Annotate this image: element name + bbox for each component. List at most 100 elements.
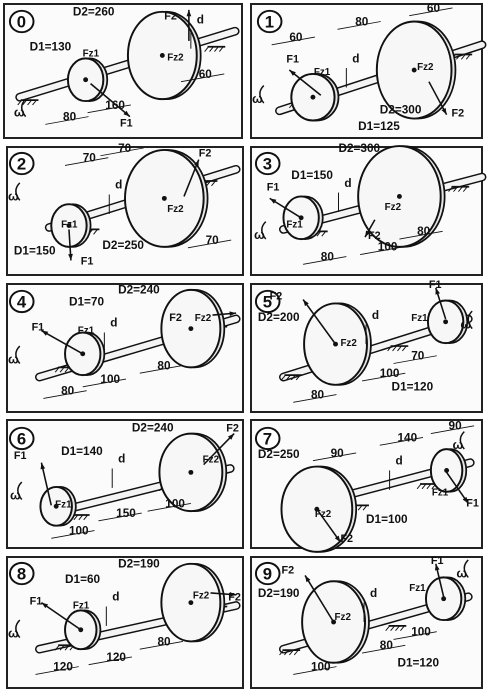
bearing-hatch <box>456 54 461 60</box>
pulley-large-hub <box>188 600 194 606</box>
force-fz1-label: Fz1 <box>61 220 78 231</box>
dimension-line-0 <box>35 666 79 675</box>
dimension-line-2 <box>430 425 475 435</box>
force-fz1-label: Fz1 <box>314 67 331 78</box>
force-f2-arrow-head <box>303 299 309 307</box>
force-fz2-label: Fz2 <box>340 338 357 349</box>
bearing-hatch <box>458 186 463 192</box>
span-length-2: 90 <box>449 420 463 433</box>
diameter-d1-label: D1=120 <box>397 657 439 670</box>
dimension-line-2 <box>393 631 437 640</box>
span-length-0: 100 <box>69 524 89 537</box>
variant-number: 7 <box>263 429 272 448</box>
angular-velocity-label: ω <box>14 106 25 120</box>
shaft-diameter-label: d <box>352 52 359 65</box>
diameter-d2-label: D2=250 <box>102 239 144 252</box>
shaft-diameter-label: d <box>112 591 119 604</box>
force-fz2-label: Fz2 <box>385 202 402 213</box>
dimension-line-1 <box>100 147 144 157</box>
dimension-line-1 <box>361 644 406 654</box>
bearing-hatch <box>392 345 397 352</box>
span-length-2: 100 <box>165 497 185 510</box>
force-f1-arrow-head <box>269 198 277 204</box>
bearing-hatch <box>279 649 284 656</box>
bearing-hatch <box>22 99 28 106</box>
bearing-hatch <box>453 186 458 192</box>
bearing-hatch <box>204 46 209 52</box>
bearing-hatch <box>385 625 390 632</box>
bearing-hatch <box>286 374 291 381</box>
dimension-line-2 <box>139 365 184 374</box>
bearing-hatch <box>206 180 211 187</box>
span-length-0: 80 <box>311 388 325 401</box>
bearing-hatch <box>218 46 224 52</box>
bearing-hatch <box>462 186 468 192</box>
force-f1-label: F1 <box>30 596 43 608</box>
force-f2-label: F2 <box>340 533 353 545</box>
angular-velocity-label: ω <box>460 318 471 332</box>
bearing-hatch <box>64 644 70 651</box>
dimension-line-0 <box>293 666 337 675</box>
force-fz2-label: Fz2 <box>417 62 434 73</box>
span-length-1: 100 <box>100 373 120 386</box>
force-f2-label: F2 <box>228 592 241 604</box>
bearing-hatch <box>64 367 70 373</box>
dimension-line-1 <box>379 437 424 446</box>
dimension-line-0 <box>303 256 347 265</box>
force-fz2-label: Fz2 <box>167 204 184 215</box>
span-length-2: 100 <box>411 626 431 639</box>
force-f2-label: F2 <box>281 565 294 577</box>
diameter-d2-label: D2=260 <box>73 6 115 19</box>
rotation-arc <box>467 310 473 330</box>
force-fz1-label: Fz1 <box>83 48 100 59</box>
span-length-2: 80 <box>157 635 171 648</box>
dimension-line-2 <box>393 355 437 364</box>
bearing-hatch <box>390 625 395 632</box>
force-f1-arrow <box>90 83 131 118</box>
span-length-0: 80 <box>63 111 77 124</box>
angular-velocity-label: ω <box>8 627 19 641</box>
variant-number: 8 <box>17 564 26 583</box>
force-f1-label: F1 <box>81 255 94 267</box>
diameter-d1-label: D1=130 <box>30 41 72 54</box>
pulley-large-hub <box>411 67 417 73</box>
force-fz1-label: Fz1 <box>55 499 72 510</box>
bearing-hatch <box>59 367 65 373</box>
bearing-hatch <box>416 483 422 490</box>
force-fz1-label: Fz1 <box>73 600 90 611</box>
force-f2-label: F2 <box>169 312 182 324</box>
variant-number: 1 <box>265 12 274 31</box>
shaft-diameter-label: d <box>395 455 402 468</box>
diameter-d2-label: D2=240 <box>118 284 160 297</box>
force-f2-label: F2 <box>452 108 465 120</box>
bearing-hatch <box>54 367 60 373</box>
force-f1-label: F1 <box>429 279 442 291</box>
force-f2-label: F2 <box>226 423 239 435</box>
bearing-hatch <box>395 625 400 632</box>
variant-number-circle <box>8 561 35 586</box>
force-f2-arrow-head <box>229 592 237 597</box>
pulley-large-hub <box>161 195 167 201</box>
rotation-arc <box>463 559 469 578</box>
span-length-0: 120 <box>53 661 73 674</box>
angular-velocity-label: ω <box>252 92 263 106</box>
force-f1-arrow <box>288 69 322 96</box>
force-f1-arrow-head <box>41 330 49 336</box>
force-f2-label: F2 <box>270 291 283 303</box>
rotation-arc <box>15 182 21 201</box>
force-f2-arrow <box>304 575 335 623</box>
diameter-d1-label: D1=150 <box>291 169 333 182</box>
force-f2-arrow-head <box>227 433 235 440</box>
pulley-small-hub <box>53 503 59 509</box>
force-f1-arrow-head <box>40 462 46 470</box>
bearing-hatch <box>397 345 402 352</box>
variant-number: 0 <box>17 12 26 31</box>
pulley-small-hub <box>443 319 449 325</box>
